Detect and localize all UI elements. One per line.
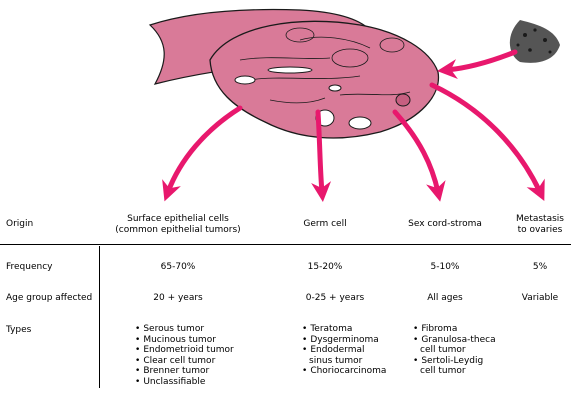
frequency-metastasis: 5% (532, 262, 548, 272)
origin-arrows (162, 49, 545, 202)
metastatic-tumor-mass (509, 20, 560, 63)
arrow-germ-cell (311, 109, 332, 202)
list-item: Mucinous tumor (135, 335, 234, 346)
ovary-texture (239, 27, 411, 104)
list-item: Endometrioid tumor (135, 345, 233, 356)
list-item: Granulosa-theca (413, 335, 495, 346)
frequency-germ-cell: 15-20% (307, 262, 343, 272)
age-metastasis: Variable (521, 293, 559, 303)
arrow-epithelial (162, 105, 243, 202)
list-item: Clear cell tumor (135, 356, 234, 367)
origin-epithelial: Surface epithelial cells (common epithel… (115, 214, 241, 235)
row-label-frequency: Frequency (6, 262, 53, 272)
list-item: Serous tumor (135, 324, 234, 335)
list-item: Choriocarcinoma (302, 366, 386, 377)
origin-germ-cell: Germ cell (303, 219, 347, 229)
ovary-body (209, 20, 440, 139)
origin-metastasis: Metastasis to ovaries (516, 214, 564, 235)
frequency-epithelial: 65-70% (160, 262, 196, 272)
list-item: Unclassifiable (135, 377, 234, 388)
row-label-types: Types (6, 325, 32, 335)
types-sex-cord: Fibroma Granulosa-theca cell tumor Serto… (413, 324, 496, 377)
list-item: Dysgerminoma (302, 335, 386, 346)
list-item: Brenner tumor (135, 366, 234, 377)
list-item: cell tumor (420, 345, 466, 355)
age-sex-cord: All ages (427, 293, 463, 303)
types-epithelial: Serous tumor Mucinous tumor Endometrioid… (135, 324, 234, 388)
list-item: Endodermal (302, 345, 386, 356)
ovary-illustration (148, 8, 560, 202)
table-label-divider (99, 246, 100, 388)
row-label-age-group: Age group affected (6, 293, 93, 303)
frequency-sex-cord: 5-10% (430, 262, 460, 272)
list-item: sinus tumor (309, 355, 363, 366)
arrow-sex-cord (392, 109, 446, 202)
list-item: Sertoli-Leydig (413, 356, 496, 367)
list-item: cell tumor (420, 366, 466, 376)
age-epithelial: 20 + years (153, 293, 203, 303)
age-germ-cell: 0-25 + years (305, 293, 365, 303)
follicles (234, 66, 411, 130)
row-label-origin: Origin (6, 219, 34, 229)
types-germ-cell: Teratoma Dysgerminoma Endodermal sinus t… (302, 324, 386, 377)
list-item: Fibroma (413, 324, 496, 335)
arrow-metastasis (429, 82, 545, 202)
origin-sex-cord: Sex cord-stroma (408, 219, 482, 229)
table-header-divider (0, 244, 571, 245)
list-item: Teratoma (302, 324, 386, 335)
arrow-into-ovary (437, 49, 518, 80)
